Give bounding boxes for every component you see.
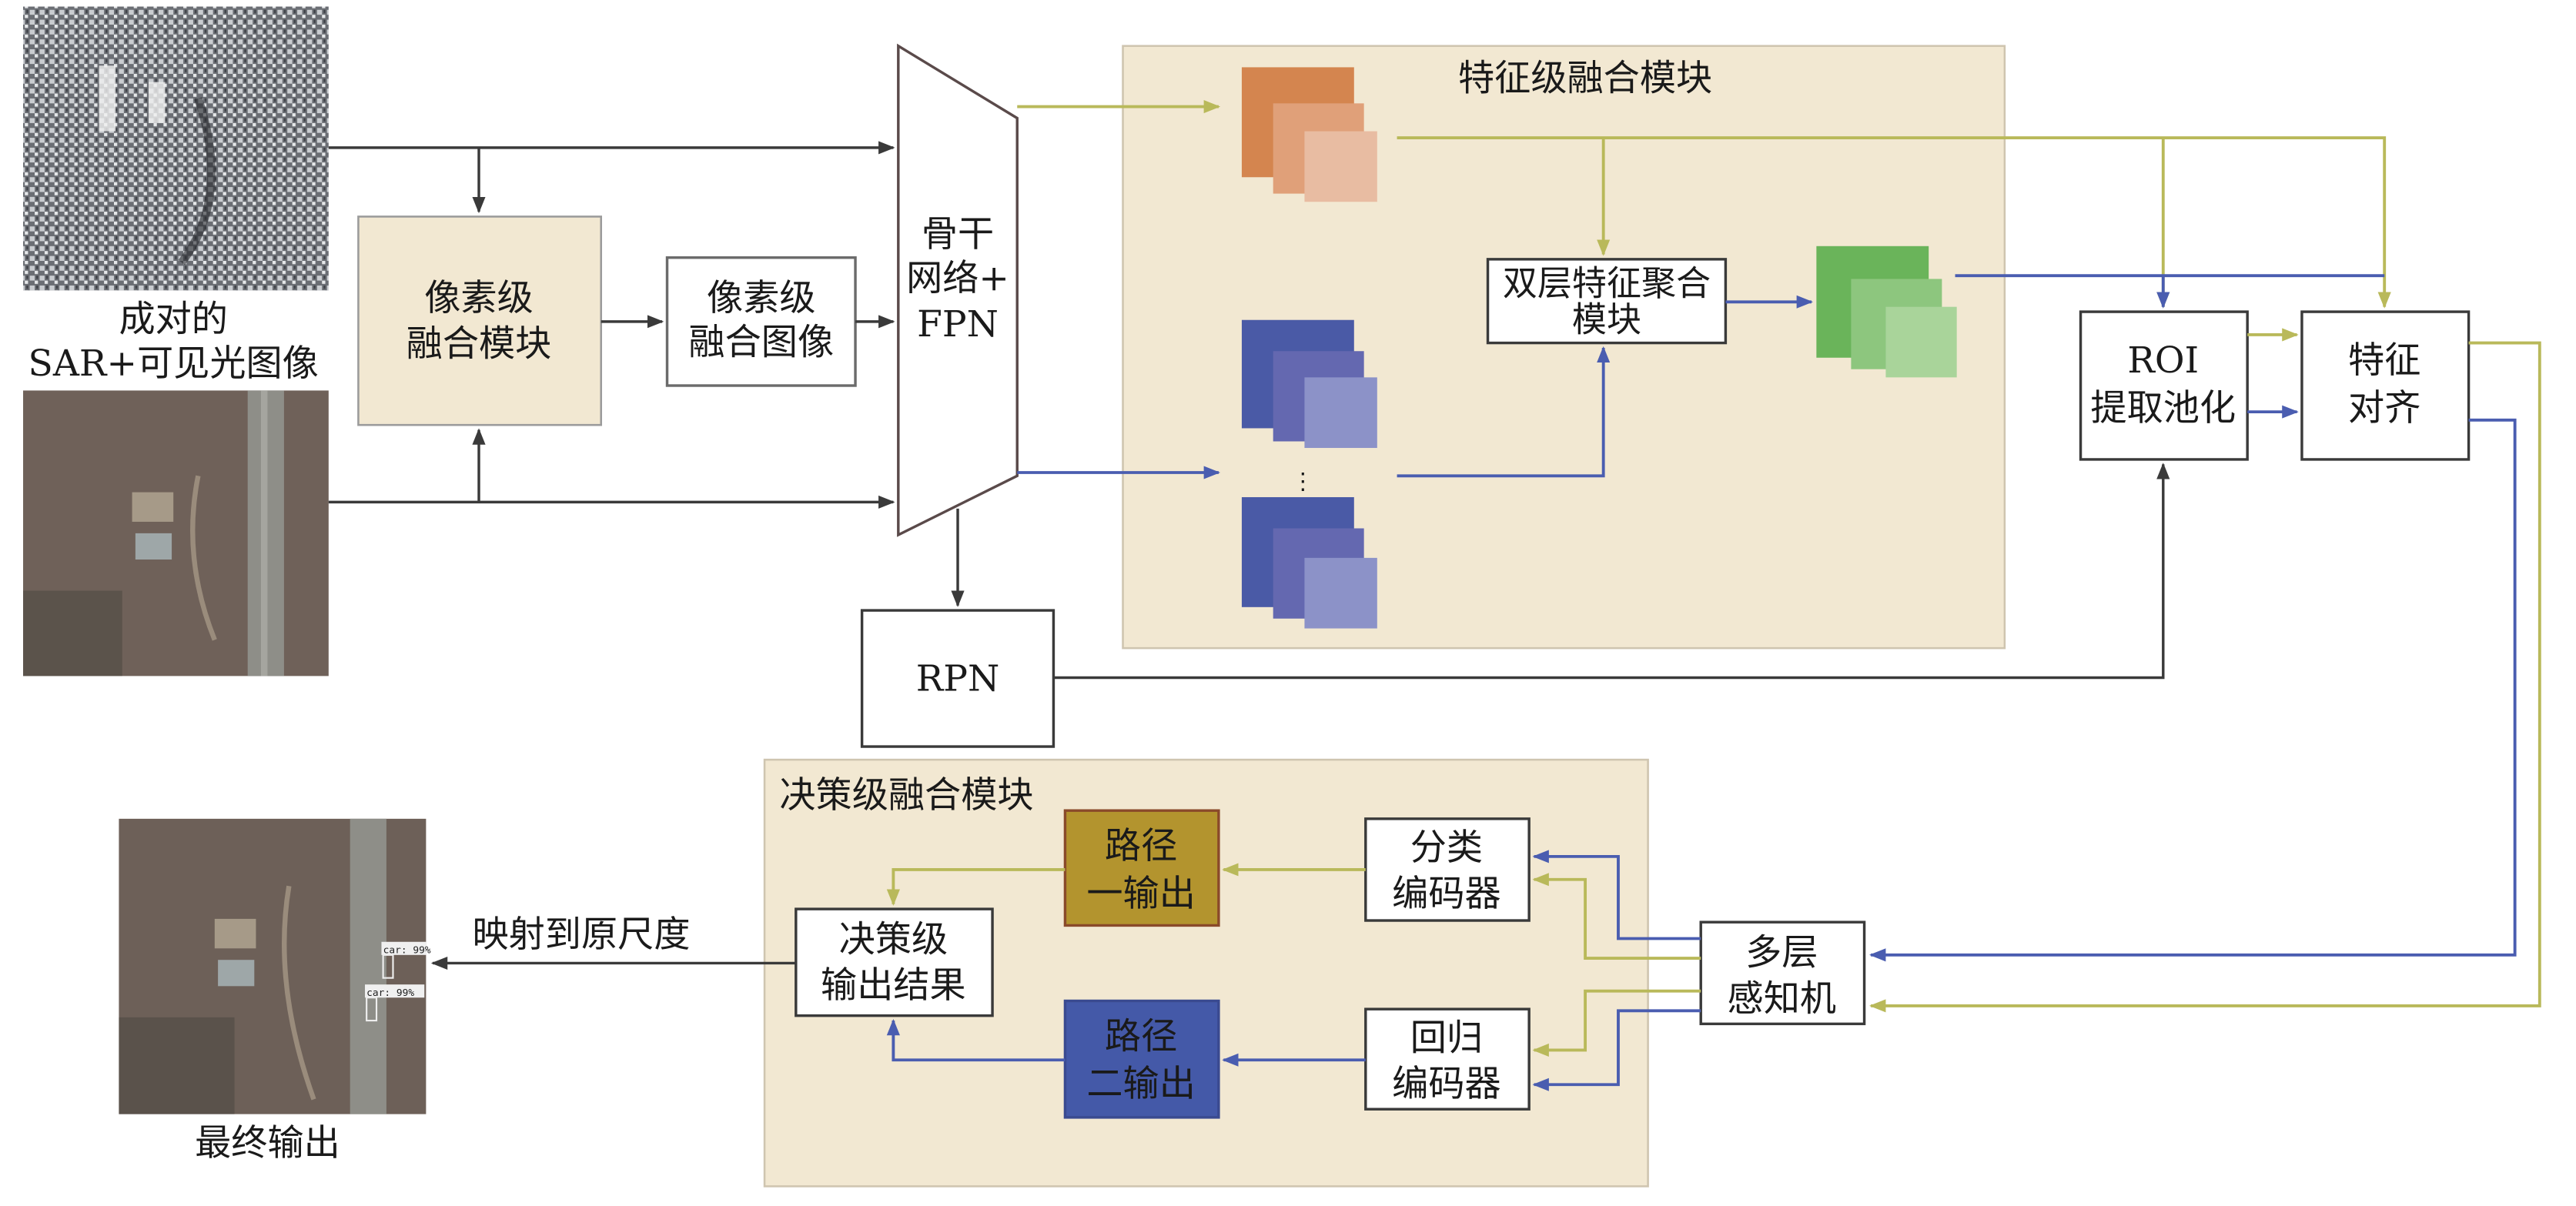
cls-encoder-line2: 编码器 bbox=[1392, 873, 1501, 915]
path2-line2: 二输出 bbox=[1086, 1063, 1196, 1105]
dual-layer-aggregation-box bbox=[1486, 258, 1728, 345]
yellow-feature-connectors bbox=[1017, 100, 2541, 1013]
detection-text-2: car: 99% bbox=[366, 987, 414, 999]
final-output-image: car: 99% car: 99% bbox=[119, 818, 431, 1114]
blue-feature-stack-bottom bbox=[1241, 496, 1377, 629]
blue-feature-connectors bbox=[1017, 274, 2517, 962]
path2-line1: 路径 bbox=[1105, 1015, 1177, 1057]
ellipsis-dots: ⋮ bbox=[1291, 468, 1314, 495]
backbone-line2: 网络+ bbox=[906, 257, 1009, 299]
rpn-label: RPN bbox=[916, 658, 1000, 700]
feature-module-title: 特征级融合模块 bbox=[1458, 57, 1712, 99]
path1-output-box bbox=[1063, 809, 1220, 927]
pixel-fused-image-line2: 融合图像 bbox=[688, 322, 834, 364]
feature-alignment-box bbox=[2300, 310, 2471, 461]
decision-connectors bbox=[430, 850, 1701, 1091]
roi-line1: ROI bbox=[2127, 339, 2199, 382]
input-caption-line1: 成对的 bbox=[119, 299, 228, 341]
orange-feature-stack bbox=[1241, 67, 1377, 202]
decision-module-title: 决策级融合模块 bbox=[779, 774, 1033, 817]
roi-pooling-box bbox=[2079, 310, 2249, 461]
pixel-fusion-module-line2: 融合模块 bbox=[406, 323, 552, 366]
path1-line2: 一输出 bbox=[1086, 873, 1196, 915]
aggregation-line1: 双层特征聚合 bbox=[1503, 263, 1711, 304]
align-line2: 对齐 bbox=[2348, 387, 2420, 429]
classification-encoder-box bbox=[1364, 817, 1531, 922]
optical-image bbox=[23, 390, 329, 676]
mlp-box bbox=[1699, 920, 1866, 1026]
result-line1: 决策级 bbox=[839, 919, 948, 961]
map-to-original-scale-label: 映射到原尺度 bbox=[472, 914, 690, 956]
detection-label-1 bbox=[381, 941, 427, 955]
input-caption-line2: SAR+可见光图像 bbox=[28, 342, 319, 385]
pixel-fusion-module-line1: 像素级 bbox=[424, 277, 534, 319]
roi-line2: 提取池化 bbox=[2090, 387, 2236, 429]
blue-feature-stack-top bbox=[1241, 319, 1377, 449]
pixel-fusion-module bbox=[357, 215, 603, 426]
reg-encoder-line2: 编码器 bbox=[1392, 1063, 1501, 1105]
rpn-box bbox=[860, 609, 1055, 748]
result-line2: 输出结果 bbox=[821, 964, 966, 1007]
path1-line1: 路径 bbox=[1105, 825, 1177, 867]
align-line1: 特征 bbox=[2348, 339, 2420, 382]
pixel-fused-image-line1: 像素级 bbox=[707, 277, 816, 319]
sar-image bbox=[23, 6, 329, 291]
backbone-line1: 骨干 bbox=[922, 213, 994, 256]
aggregation-line2: 模块 bbox=[1572, 299, 1641, 340]
mlp-line2: 感知机 bbox=[1728, 977, 1837, 1020]
decision-result-box bbox=[795, 907, 994, 1017]
regression-encoder-box bbox=[1364, 1007, 1531, 1111]
input-connectors bbox=[328, 141, 2170, 680]
mlp-line1: 多层 bbox=[1745, 932, 1818, 974]
final-output-caption: 最终输出 bbox=[195, 1122, 340, 1164]
backbone-line3: FPN bbox=[917, 303, 999, 346]
reg-encoder-line1: 回归 bbox=[1410, 1017, 1483, 1060]
green-feature-stack bbox=[1816, 246, 1957, 378]
cls-encoder-line1: 分类 bbox=[1410, 827, 1483, 869]
detection-label-2 bbox=[365, 984, 425, 998]
backbone-fpn-block bbox=[897, 43, 1019, 537]
detection-text-1: car: 99% bbox=[383, 945, 431, 957]
